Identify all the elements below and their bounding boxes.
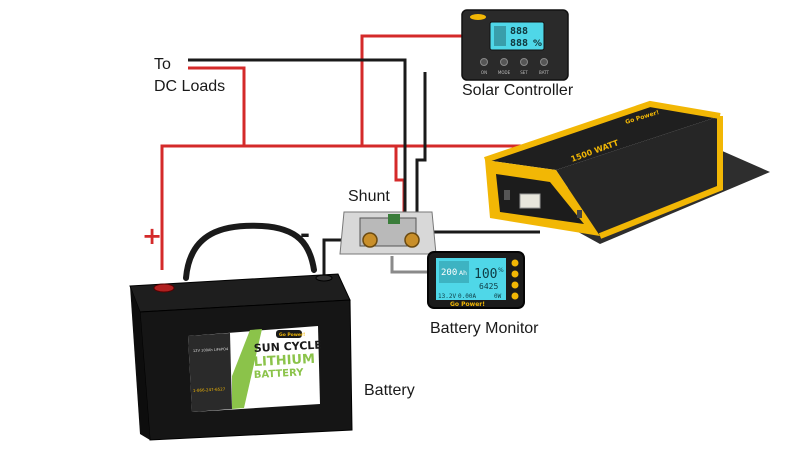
battery-label: Battery xyxy=(364,382,415,399)
monitor-time-value: 6425 xyxy=(479,282,498,291)
monitor-button-2[interactable] xyxy=(511,270,519,278)
solar-button-label-4: BATT xyxy=(539,70,550,75)
solar-lcd-row1: 888 xyxy=(510,26,528,37)
battery-label-green-stripe xyxy=(232,329,262,409)
battery-label-dark-block xyxy=(188,333,232,412)
shunt-terminal-right-icon xyxy=(404,232,420,248)
battery-title-line2: LITHIUM xyxy=(253,352,315,370)
solar-controller: 888 888 % ON MODE SET BATT xyxy=(461,9,569,81)
positive-wire-dc-loads xyxy=(188,66,246,146)
monitor-soc-unit: % xyxy=(498,267,504,274)
inverter-side-face xyxy=(556,116,720,236)
battery-title-line3: BATTERY xyxy=(254,367,305,381)
shunt-label: Shunt xyxy=(348,188,390,205)
battery-brand-badge xyxy=(276,330,302,338)
solar-controller-buttons: ON MODE SET BATT xyxy=(480,58,550,75)
monitor-power-value: 0W xyxy=(494,293,502,300)
inverter-remote-port[interactable] xyxy=(577,210,582,218)
ac-outlet[interactable] xyxy=(519,193,541,209)
battery-positive-terminal-icon xyxy=(153,283,175,293)
solar-button-2[interactable] xyxy=(500,58,508,66)
dc-loads-label-line1: To xyxy=(154,56,171,73)
inverter: 1500 WATT Go Power! xyxy=(484,100,770,244)
monitor-soc-value: 100 xyxy=(474,267,497,282)
solar-controller-lcd xyxy=(489,21,545,51)
monitor-wires xyxy=(390,256,432,274)
solar-button-3[interactable] xyxy=(520,58,528,66)
battery-monitor: 200 Ah 100 % 6425 13.2V 0.00A 0W Go Powe… xyxy=(427,251,525,309)
negative-wire-battery xyxy=(322,238,344,280)
solar-button-label-1: ON xyxy=(481,70,487,75)
battery-monitor-label: Battery Monitor xyxy=(430,320,539,337)
inverter-power-switch[interactable] xyxy=(504,190,510,200)
shunt-terminal-left-icon xyxy=(362,232,378,248)
solar-button-4[interactable] xyxy=(540,58,548,66)
battery-handle xyxy=(183,222,317,281)
solar-button-label-3: SET xyxy=(520,70,528,75)
negative-wires xyxy=(188,58,540,280)
monitor-capacity-value: 200 xyxy=(441,268,457,278)
monitor-sense-wire xyxy=(390,256,432,274)
monitor-current-value: 0.00A xyxy=(458,293,476,300)
shunt xyxy=(339,211,437,255)
dc-loads-label-line2: DC Loads xyxy=(154,78,226,95)
negative-sign: - xyxy=(300,220,310,248)
battery-negative-terminal-icon xyxy=(315,274,333,282)
battery-title-line1: SUN CYCLE xyxy=(253,338,322,355)
monitor-voltage-value: 13.2V xyxy=(438,293,456,300)
inverter-top-face xyxy=(485,104,720,170)
negative-wire-dc-loads xyxy=(188,58,407,214)
sun-icon xyxy=(494,26,506,46)
positive-wire-battery-monitor xyxy=(394,146,406,214)
monitor-capacity-unit: Ah xyxy=(459,270,467,277)
monitor-brand-label: Go Power! xyxy=(450,301,485,308)
brand-logo-icon xyxy=(470,14,486,20)
monitor-left-panel xyxy=(439,261,469,283)
solar-button-1[interactable] xyxy=(480,58,488,66)
monitor-button-1[interactable] xyxy=(511,259,519,267)
solar-lcd-row2: 888 xyxy=(510,38,528,49)
negative-wire-solar-controller xyxy=(415,72,427,214)
battery-side xyxy=(130,286,150,440)
solar-lcd-unit: % xyxy=(533,39,542,49)
monitor-button-3[interactable] xyxy=(511,281,519,289)
battery-phone-label: 1-866-247-6527 xyxy=(193,386,226,393)
battery-spec-label: 12V 100Ah LiFePO4 xyxy=(193,347,229,353)
battery: Go Power! SUN CYCLE LITHIUM BATTERY 12V … xyxy=(129,222,353,441)
battery-brand-label: Go Power! xyxy=(279,332,305,338)
inverter-yellow-edge xyxy=(598,116,723,239)
positive-wire-solar-controller xyxy=(360,34,476,146)
monitor-button-4[interactable] xyxy=(511,292,519,300)
positive-sign: + xyxy=(142,222,163,250)
shunt-chip xyxy=(388,214,400,224)
solar-controller-label: Solar Controller xyxy=(462,82,574,99)
solar-button-label-2: MODE xyxy=(498,70,511,75)
inverter-yellow-trim xyxy=(484,100,721,163)
